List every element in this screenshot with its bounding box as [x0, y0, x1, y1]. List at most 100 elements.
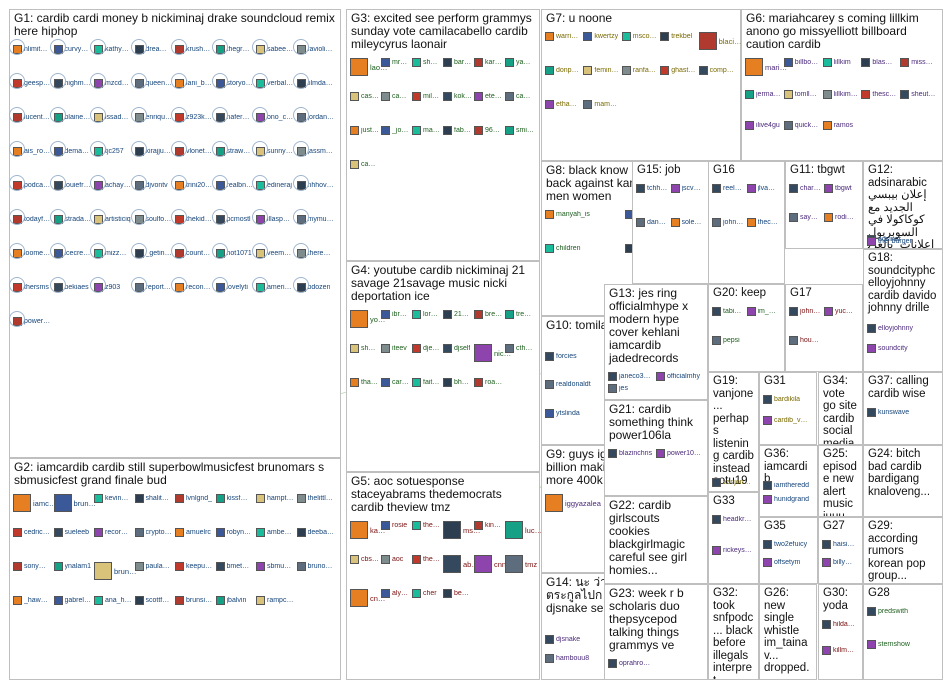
node-oprahroses[interactable]: oprahroses — [608, 659, 653, 668]
node-cher[interactable]: cher — [412, 589, 437, 598]
node-thatdudesp[interactable]: thatdudesp — [350, 378, 379, 387]
node-kanyewest[interactable]: kanyewest — [350, 521, 388, 539]
node-ibrahimshe[interactable]: ibrahimshe — [381, 310, 410, 319]
node-feministsm[interactable]: feministsm — [583, 66, 619, 75]
node-brunomarspt[interactable]: brunomarspt — [296, 562, 334, 571]
node-brunomars[interactable]: brunomars — [53, 494, 100, 512]
node-ilive4gu[interactable]: ilive4gu — [745, 121, 780, 131]
node-tbgwt[interactable]: tbgwt — [824, 184, 852, 193]
node-djemmy[interactable]: djemmy — [412, 344, 441, 353]
node-camilxfshx[interactable]: camilxfshx — [381, 92, 410, 101]
node-jermaineduu[interactable]: jermaineduu — [745, 89, 781, 99]
node-kingjames[interactable]: kingjames — [474, 521, 503, 530]
node-lorearmilyw[interactable]: lorearmilyw — [412, 310, 441, 319]
node-youtube[interactable]: youtube — [350, 310, 388, 328]
node-thedemocr[interactable]: thedemocr — [412, 521, 441, 530]
node-missyelliott[interactable]: missyelliott — [900, 58, 936, 67]
node-warriorsph[interactable]: warriorsph — [545, 32, 580, 41]
node-kwertzy[interactable]: kwertzy — [583, 32, 618, 41]
node-alyssa-mil[interactable]: alyssa_mil — [381, 589, 410, 598]
node-tomlloyd19[interactable]: tomlloyd19 — [783, 89, 820, 99]
node-lvnlgnd-[interactable]: lvnlgnd_ — [175, 494, 212, 503]
node-lucy24smith[interactable]: lucy24smith — [505, 521, 543, 539]
node-hamptnnro[interactable]: hamptnnro — [256, 494, 294, 503]
node-camilizer0[interactable]: camilizer0 — [350, 160, 379, 169]
node-ethanvans[interactable]: ethanvans — [545, 100, 580, 109]
node-sueleeb[interactable]: sueleeb — [53, 528, 89, 537]
node-vanjones68[interactable]: vanjones68 — [712, 478, 752, 487]
node-roastvachy[interactable]: roastvachy — [474, 378, 503, 387]
node-paulabelo[interactable]: paulabelo — [134, 562, 172, 571]
node-rampcapita[interactable]: rampcapita — [256, 596, 294, 605]
node-21savage[interactable]: 21savage — [443, 310, 472, 319]
node-janeco3283[interactable]: janeco3283 — [608, 372, 653, 381]
node-msnbc[interactable]: msnbc — [443, 521, 481, 539]
node-lillkimicons[interactable]: lillkimicons — [822, 89, 858, 99]
node-power106la[interactable]: power106la — [656, 449, 701, 458]
node-soundcity[interactable]: soundcity — [867, 344, 908, 353]
node-abcnews[interactable]: abcnews — [443, 555, 481, 573]
node-mscottmcc[interactable]: mscottmcc — [621, 32, 657, 41]
node-theview[interactable]: theview — [412, 555, 441, 564]
node-karcabell[interactable]: karcabell — [474, 58, 503, 67]
node-mr-male-[interactable]: mr_male_ — [381, 58, 410, 67]
node-tmz[interactable]: tmz — [505, 555, 537, 573]
node-cardib-vault[interactable]: cardib_vault — [763, 416, 810, 425]
node-blacitter[interactable]: blacitter — [698, 32, 743, 50]
node-rickeysmiley[interactable]: rickeysmiley — [712, 545, 752, 555]
node-shadero[interactable]: shadero — [350, 344, 379, 353]
node--hawaii50s[interactable]: _hawaii50s — [13, 596, 51, 605]
node-jlvazquez06[interactable]: jlvazquez06 — [746, 184, 778, 193]
node-johncarr[interactable]: johncarr — [712, 218, 744, 227]
node-elloyjohnny[interactable]: elloyjohnny — [867, 324, 913, 333]
node-tabink83r[interactable]: tabink83r — [712, 307, 744, 316]
node-tchhisto[interactable]: tchhisto — [636, 184, 668, 193]
node-amuelrc[interactable]: amuelrc — [175, 528, 211, 537]
node-ana-hoolig[interactable]: ana_hoolig — [94, 596, 132, 605]
node-kevinmazur[interactable]: kevinmazur — [94, 494, 132, 503]
node-johnjfel[interactable]: johnjfel — [789, 307, 821, 316]
node-house-fem[interactable]: house_fem — [789, 335, 821, 345]
node-etemallydr[interactable]: etemallydr — [474, 92, 503, 101]
node-deebabyoff[interactable]: deebabyoff — [296, 528, 334, 537]
node-mileycyrus[interactable]: mileycyrus — [412, 92, 441, 101]
node-barbaram[interactable]: barbaram — [443, 58, 472, 67]
node-jscveritas[interactable]: jscveritas — [670, 184, 702, 193]
node-jes[interactable]: jes — [608, 384, 628, 393]
node-trekbel[interactable]: trekbel — [660, 32, 692, 41]
node-soledadobr[interactable]: soledadobr — [670, 218, 702, 227]
node-laonair[interactable]: laonair — [350, 58, 388, 76]
node-manyah-is[interactable]: manyah_is — [545, 210, 590, 219]
node-trending[interactable]: trending — [505, 310, 534, 319]
node-ramos[interactable]: ramos — [822, 121, 853, 131]
node-haisitochina[interactable]: haisitochina — [822, 540, 856, 549]
node-ynalam1[interactable]: ynalam1 — [53, 562, 91, 571]
node-pepsi[interactable]: pepsi — [712, 335, 740, 345]
node-robyn7685[interactable]: robyn7685 — [215, 528, 253, 537]
node-lillkim[interactable]: lillkim — [822, 58, 851, 67]
node-djself[interactable]: djself — [443, 344, 470, 353]
node-quicksave[interactable]: quicksave — [783, 121, 820, 131]
node-ytslinda[interactable]: ytslinda — [545, 408, 580, 418]
node-sonymusicn[interactable]: sonymusicn — [13, 562, 51, 571]
node-predswith[interactable]: predswith — [867, 607, 908, 616]
node-mariahcarey[interactable]: mariahcarey — [745, 58, 790, 76]
node-yancivazq[interactable]: yancivazq — [505, 58, 534, 67]
node-keepupbru[interactable]: keepupbru — [175, 562, 213, 571]
node-kokolele6[interactable]: kokolele6 — [443, 92, 472, 101]
node-brunomars[interactable]: brunomars — [94, 562, 141, 580]
node-recordings[interactable]: recordings — [94, 528, 132, 537]
node-iteev[interactable]: iteev — [381, 344, 407, 353]
node-iggyazalea[interactable]: iggyazalea — [545, 494, 601, 512]
node-rodimuspri[interactable]: rodimuspri — [824, 212, 856, 222]
node-965tidy[interactable]: 965tidy — [474, 126, 503, 135]
node-cedricandr[interactable]: cedricandr — [13, 528, 51, 537]
node-officialmhy[interactable]: officialmhy — [656, 372, 700, 381]
node-ranfamous[interactable]: ranfamous — [621, 66, 657, 75]
node-iamcardib[interactable]: iamcardib — [13, 494, 60, 512]
node-reelectn[interactable]: reelectn — [712, 184, 744, 193]
node-bhadbhabi[interactable]: bhadbhabi — [443, 378, 472, 387]
node-nickiminaj[interactable]: nickiminaj — [474, 344, 512, 362]
node-hunidgrand[interactable]: hunidgrand — [763, 495, 809, 504]
node-thecjpears[interactable]: thecjpears — [746, 218, 778, 227]
